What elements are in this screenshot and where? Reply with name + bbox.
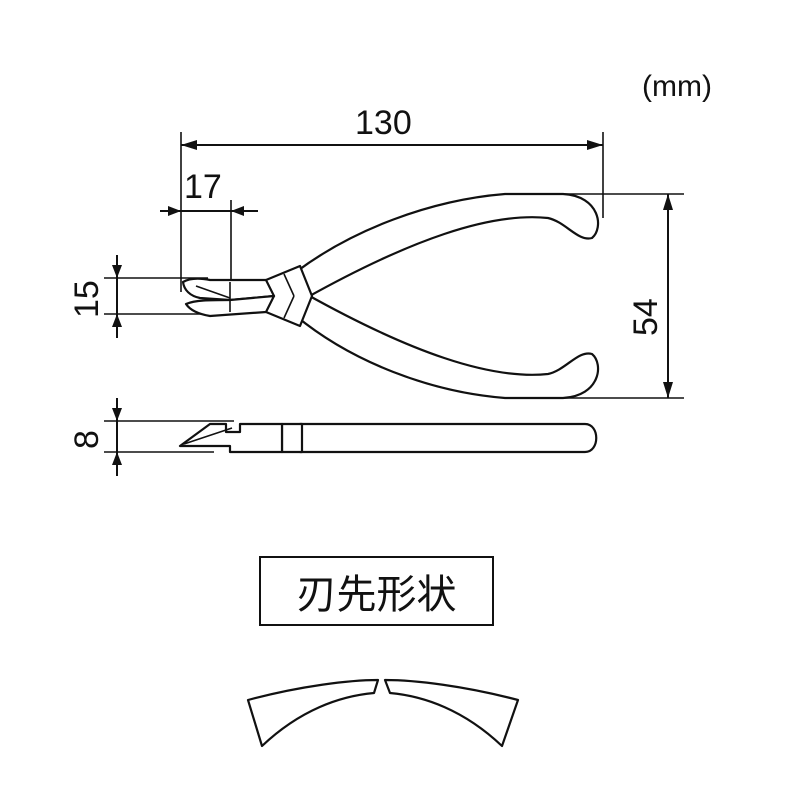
dimension-thickness: 8 bbox=[68, 398, 234, 476]
blade-tip-right bbox=[383, 678, 520, 748]
handle-span-label: 54 bbox=[627, 298, 665, 336]
side-jaw bbox=[178, 422, 284, 454]
side-joint bbox=[280, 422, 304, 454]
upper-handle bbox=[294, 192, 600, 300]
overall-length-label: 130 bbox=[355, 104, 412, 142]
head-width-label: 15 bbox=[68, 280, 106, 318]
side-handle bbox=[298, 422, 598, 454]
dimension-head-width: 15 bbox=[68, 255, 208, 338]
blade-tip-left bbox=[246, 678, 380, 748]
pliers-side-view bbox=[178, 422, 598, 454]
unit-label: (mm) bbox=[642, 70, 712, 103]
blade-shape-label: 刃先形状 bbox=[259, 556, 494, 626]
pliers-top-view bbox=[181, 192, 600, 400]
blade-tip-shape bbox=[246, 678, 520, 748]
thickness-label: 8 bbox=[68, 430, 106, 449]
lower-handle bbox=[294, 292, 600, 400]
dimension-head-length: 17 bbox=[160, 168, 258, 282]
dimension-overall-length: 130 bbox=[180, 104, 604, 292]
head-length-label: 17 bbox=[184, 168, 222, 206]
